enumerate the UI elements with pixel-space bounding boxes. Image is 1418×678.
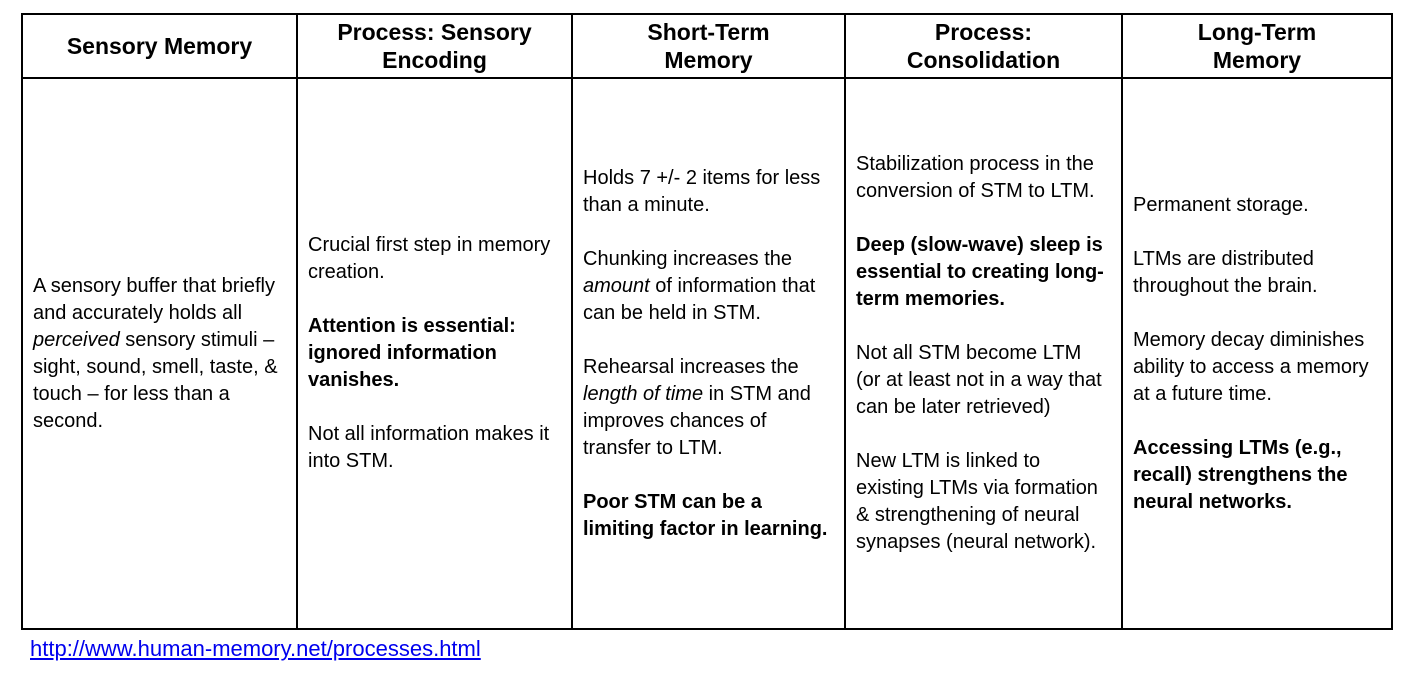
- cell-paragraph: Attention is essential: ignored informat…: [308, 315, 516, 391]
- body-cell-2: Crucial first step in memory creation. At…: [296, 77, 573, 630]
- cell-paragraph: Holds 7 +/- 2 items for less than a minu…: [583, 166, 821, 216]
- body-cell-3: Holds 7 +/- 2 items for less than a minu…: [571, 77, 846, 630]
- cell-paragraph: Memory decay diminishes ability to acces…: [1133, 328, 1369, 405]
- cell-paragraph: Crucial first step in memory creation.: [308, 234, 551, 283]
- body-cell-4: Stabilization process in the conversion …: [844, 77, 1123, 630]
- cell-paragraph: Rehearsal increases the length of time i…: [583, 355, 811, 459]
- body-cell-5: Permanent storage. LTMs are distributed t…: [1121, 77, 1393, 630]
- table-body-row: A sensory buffer that briefly and accura…: [21, 77, 1393, 630]
- cell-paragraph: LTMs are distributed throughout the brai…: [1133, 247, 1318, 297]
- cell-paragraph: Permanent storage.: [1133, 193, 1309, 216]
- cell-paragraph: New LTM is linked to existing LTMs via f…: [856, 450, 1098, 553]
- body-cell-1: A sensory buffer that briefly and accura…: [21, 77, 298, 630]
- cell-paragraph: Accessing LTMs (e.g., recall) strengthen…: [1133, 436, 1348, 513]
- source-url-link[interactable]: http://www.human-memory.net/processes.ht…: [30, 636, 481, 661]
- column-header-1: Sensory Memory: [21, 13, 298, 79]
- cell-paragraph: Stabilization process in the conversion …: [856, 153, 1095, 202]
- cell-paragraph: Chunking increases the amount of informa…: [583, 247, 816, 324]
- cell-paragraph: Not all STM become LTM (or at least not …: [856, 342, 1102, 418]
- cell-paragraph: Deep (slow-wave) sleep is essential to c…: [856, 234, 1104, 310]
- cell-paragraph: Not all information makes it into STM.: [308, 423, 550, 472]
- cell-paragraph: Poor STM can be a limiting factor in lea…: [583, 490, 828, 540]
- column-header-4: Process:Consolidation: [844, 13, 1123, 79]
- cell-paragraph: A sensory buffer that briefly and accura…: [33, 274, 278, 432]
